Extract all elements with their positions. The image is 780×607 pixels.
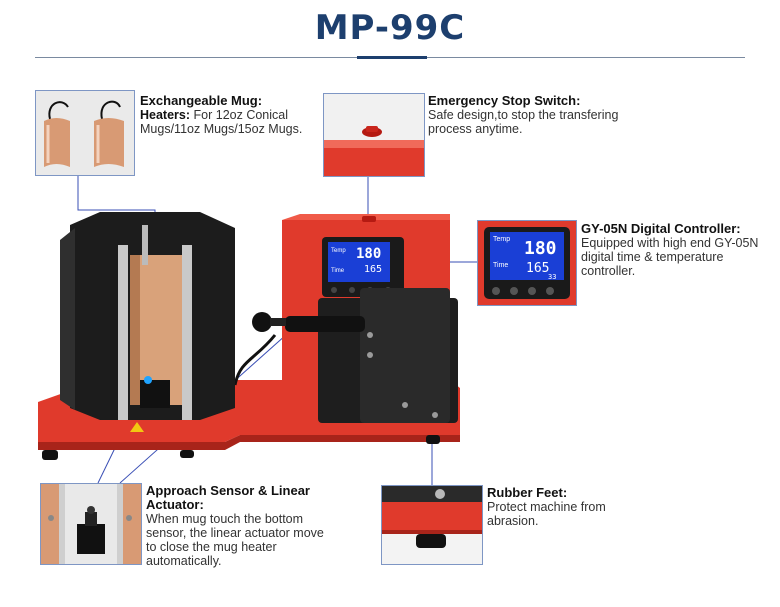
base-plate-edge	[38, 435, 460, 450]
thumb-approach-sensor	[40, 483, 142, 565]
actuator-box-front	[360, 288, 450, 423]
thumb-controller: Temp 180 Time 165 33	[477, 220, 577, 306]
callout-approach-sensor-body: When mug touch the bottom sensor, the li…	[146, 512, 324, 568]
actuator-joint	[270, 318, 286, 326]
actuator-knob	[252, 312, 272, 332]
callout-controller-heading: GY-05N Digital Controller:	[581, 221, 741, 236]
heater-clamp-right	[182, 245, 192, 420]
callout-emergency-stop-heading: Emergency Stop Switch:	[428, 93, 581, 108]
sensor-button	[144, 376, 152, 384]
thumb-mug-heaters	[35, 90, 135, 176]
callout-mug-heaters-heading: Exchangeable Mug:	[140, 93, 263, 108]
heater-clamp-rod	[142, 225, 148, 265]
power-cable	[233, 334, 277, 386]
actuator-screw-4	[432, 412, 438, 418]
display-button-1	[331, 287, 337, 293]
page-title: MP-99C	[314, 8, 466, 48]
callout-controller-body: Equipped with high end GY-05N digital ti…	[581, 236, 759, 278]
callout-mug-heaters-subheading: Heaters:	[140, 108, 191, 122]
thumb-controller-time-value: 165	[526, 261, 549, 276]
thumb-emergency-stop	[323, 93, 425, 177]
callout-emergency-stop: Emergency Stop Switch: Safe design,to st…	[428, 93, 628, 137]
warning-label	[130, 422, 144, 432]
display-time-label: Time	[331, 268, 345, 274]
emergency-button	[362, 216, 376, 222]
callout-controller: GY-05N Digital Controller: Equipped with…	[581, 221, 773, 279]
sensor-base	[140, 380, 170, 408]
foot-left	[42, 450, 58, 460]
callout-emergency-stop-body: Safe design,to stop the transfering proc…	[428, 108, 619, 136]
thumb-controller-temp-label: Temp	[493, 236, 510, 243]
actuator-arm	[285, 316, 365, 332]
callout-rubber-feet-heading: Rubber Feet:	[487, 485, 568, 500]
actuator-screw-3	[402, 402, 408, 408]
thumb-controller-small-value: 33	[548, 273, 556, 281]
callout-rubber-feet-body: Protect machine from abrasion.	[487, 500, 606, 528]
callout-mug-heaters-body: For 12oz Conical Mugs/11oz Mugs/15oz Mug…	[140, 108, 303, 136]
display-time-value: 165	[364, 264, 382, 275]
display-temp-value: 180	[356, 246, 381, 262]
display-button-2	[349, 287, 355, 293]
heater-shell-side	[60, 228, 75, 410]
foot-right	[426, 435, 440, 444]
callout-approach-sensor: Approach Sensor & Linear Actuator: When …	[146, 483, 331, 569]
thumb-controller-temp-value: 180	[524, 238, 557, 259]
actuator-screw-1	[367, 332, 373, 338]
thumb-controller-time-label: Time	[493, 262, 508, 269]
display-screen	[328, 242, 390, 282]
callout-rubber-feet: Rubber Feet: Protect machine from abrasi…	[487, 485, 637, 529]
display-temp-label: Temp	[331, 248, 346, 254]
callout-mug-heaters: Exchangeable Mug: Heaters: For 12oz Coni…	[140, 93, 315, 137]
machine-illustration: Temp 180 Time 165	[38, 212, 460, 460]
title-divider-accent	[357, 56, 427, 59]
heater-inner-shadow	[130, 255, 140, 405]
foot-mid	[180, 450, 194, 458]
actuator-screw-2	[367, 352, 373, 358]
thumb-rubber-feet	[381, 485, 483, 565]
heater-clamp-left	[118, 245, 128, 420]
callout-approach-sensor-heading: Approach Sensor & Linear Actuator:	[146, 483, 310, 512]
